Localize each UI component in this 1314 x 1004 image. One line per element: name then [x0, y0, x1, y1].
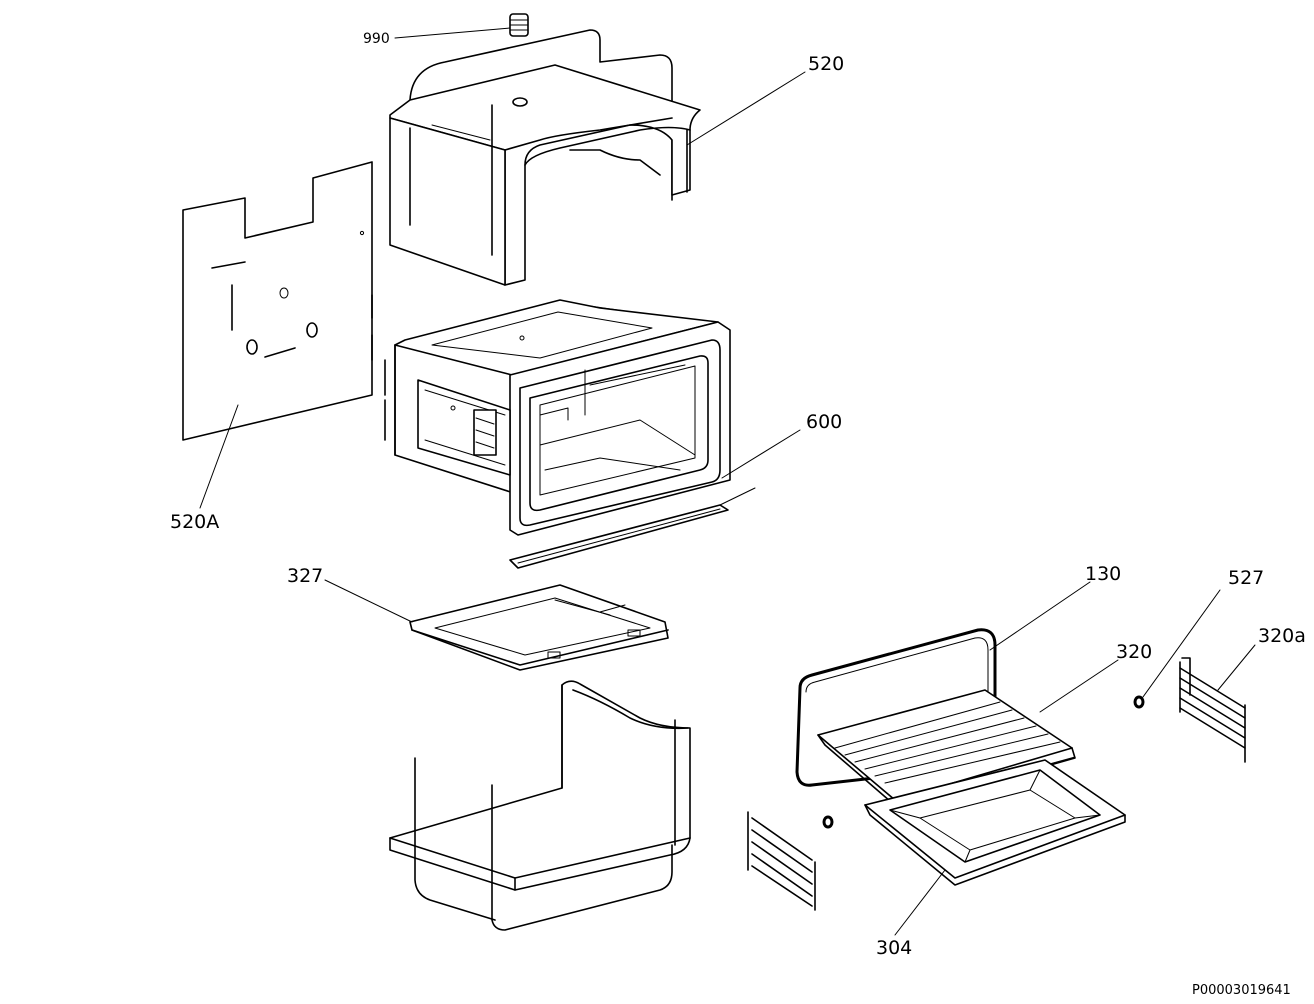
- label-990: 990: [363, 31, 390, 47]
- part-520a-side-panel: [182, 161, 373, 441]
- label-320a: 320a: [1258, 625, 1306, 647]
- part-520-top-insulation: [389, 29, 701, 286]
- part-304-tray: [864, 759, 1126, 936]
- label-600: 600: [806, 411, 842, 433]
- part-527-screw: [1133, 589, 1221, 709]
- part-lower-insulation: [389, 680, 691, 931]
- side-runner-left: [747, 811, 834, 911]
- label-327: 327: [287, 565, 323, 587]
- label-320: 320: [1116, 641, 1152, 663]
- leader-lines: [199, 71, 1091, 651]
- label-520a: 520A: [170, 511, 219, 533]
- label-130: 130: [1085, 563, 1121, 585]
- part-320a-runner-right: [1179, 644, 1256, 763]
- part-990-fitting: [394, 13, 529, 39]
- label-520: 520: [808, 53, 844, 75]
- label-304: 304: [876, 937, 912, 959]
- label-527: 527: [1228, 567, 1264, 589]
- part-labels: 990 520 520A 600 327 130 527 320 320a 30…: [170, 31, 1306, 959]
- part-327-plate: [324, 579, 669, 671]
- part-600-oven-cavity: [384, 299, 801, 569]
- reference-number: P00003019641: [1192, 983, 1291, 998]
